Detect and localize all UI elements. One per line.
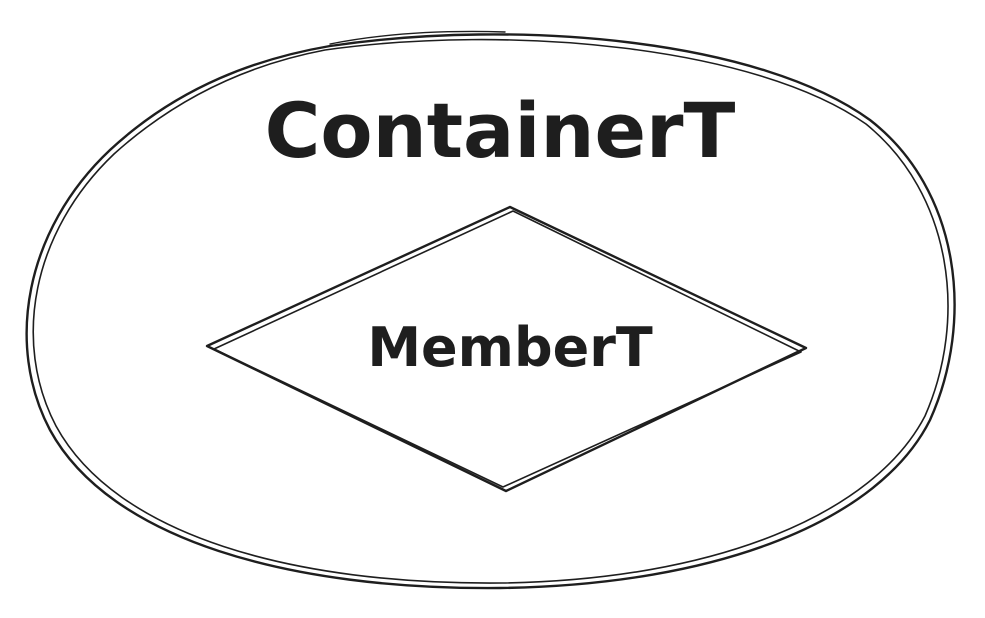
member-diamond[interactable] bbox=[205, 205, 808, 493]
container-label: ContainerT bbox=[265, 86, 736, 175]
container-ellipse[interactable] bbox=[25, 30, 956, 590]
member-label: MemberT bbox=[367, 316, 653, 379]
